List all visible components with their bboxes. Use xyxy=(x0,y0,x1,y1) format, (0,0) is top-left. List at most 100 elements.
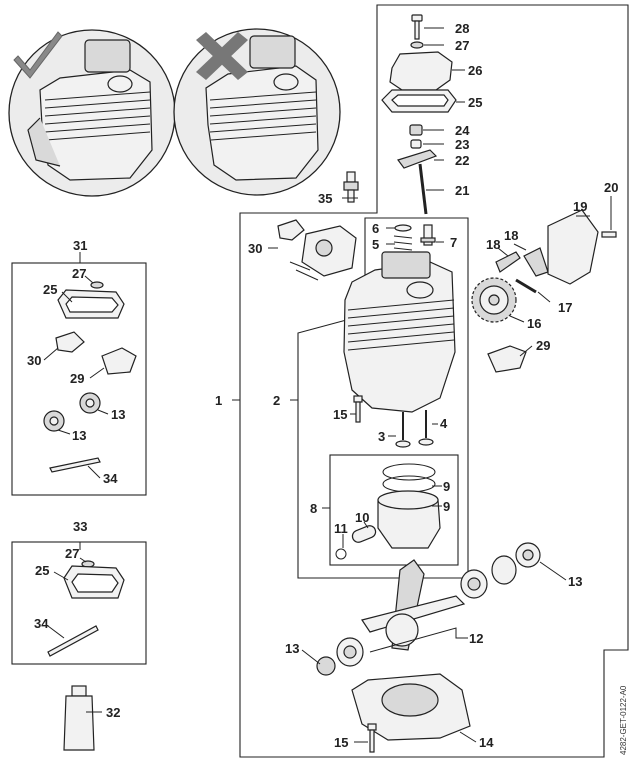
callout-3: 3 xyxy=(378,429,385,444)
shaft-17 xyxy=(515,278,537,294)
screw-20 xyxy=(601,231,617,238)
gasket-25 xyxy=(381,89,457,113)
callout-18-lower: 18 xyxy=(486,237,500,252)
kit33-tool-34 xyxy=(47,625,99,657)
cylinder-illustration-correct xyxy=(27,39,153,181)
callout-29-main: 29 xyxy=(536,338,550,353)
callout-9-upper: 9 xyxy=(443,479,450,494)
assembly-1-frame xyxy=(239,4,629,758)
sealant-tube-32 xyxy=(63,685,95,751)
callout-11: 11 xyxy=(334,521,348,536)
callout-10: 10 xyxy=(355,510,369,525)
callout-31: 31 xyxy=(73,238,87,253)
cam-follower-18a xyxy=(495,251,521,273)
kit31-tool-34 xyxy=(49,457,101,473)
callout-25-top: 25 xyxy=(468,95,482,110)
callout-2: 2 xyxy=(273,393,280,408)
callout-24: 24 xyxy=(455,123,470,138)
kit31-seal-13b xyxy=(43,410,65,432)
piston-assembly-8-frame xyxy=(329,454,459,566)
callout-29-kit31: 29 xyxy=(70,371,84,386)
circlip-11 xyxy=(335,548,347,560)
callout-13-kit31b: 13 xyxy=(72,428,86,443)
crankshaft-12 xyxy=(361,559,466,651)
callout-22: 22 xyxy=(455,153,469,168)
callout-15-top: 15 xyxy=(333,407,347,422)
callout-33: 33 xyxy=(73,519,87,534)
callout-17: 17 xyxy=(558,300,572,315)
callout-28: 28 xyxy=(455,21,469,36)
valve-guide-7 xyxy=(420,224,436,246)
callout-25-kit31: 25 xyxy=(43,282,57,297)
callout-12: 12 xyxy=(469,631,483,646)
callout-35: 35 xyxy=(318,191,332,206)
seal-13-left xyxy=(316,656,336,676)
valve-3 xyxy=(395,412,411,448)
callout-16: 16 xyxy=(527,316,541,331)
gasket-30 xyxy=(277,219,305,241)
carburetor xyxy=(289,225,357,281)
screw-15-bottom xyxy=(367,723,377,753)
callout-34-kit33: 34 xyxy=(34,616,49,631)
bearing-13-left xyxy=(336,637,364,667)
callout-27-kit33: 27 xyxy=(65,546,79,561)
washer-27 xyxy=(410,41,424,49)
callout-14: 14 xyxy=(479,735,494,750)
callout-5: 5 xyxy=(372,237,379,252)
callout-13-kit31a: 13 xyxy=(111,407,125,422)
crankcase-14 xyxy=(351,673,471,741)
callout-32: 32 xyxy=(106,705,120,720)
cam-follower-18b xyxy=(523,247,549,277)
callout-18-upper: 18 xyxy=(504,228,518,243)
kit31-seal-13a xyxy=(79,392,101,414)
document-code: 4282-GET-0122-A0 xyxy=(619,685,628,755)
callout-4: 4 xyxy=(440,416,448,431)
screw-15-top xyxy=(353,395,363,423)
callout-30-kit31: 30 xyxy=(27,353,41,368)
leader-lines xyxy=(43,27,612,743)
kit31-gasket-29 xyxy=(101,347,137,375)
callout-27-kit31: 27 xyxy=(72,266,86,281)
callout-26: 26 xyxy=(468,63,482,78)
callout-20: 20 xyxy=(604,180,618,195)
callout-7: 7 xyxy=(450,235,457,250)
callout-15-bottom: 15 xyxy=(334,735,348,750)
cover-19 xyxy=(547,209,599,285)
push-rod-21 xyxy=(418,163,428,215)
callout-9-lower: 9 xyxy=(443,499,450,514)
piston xyxy=(377,490,441,549)
gasket-29-main xyxy=(487,345,527,373)
kit-33-frame xyxy=(11,541,147,665)
spring-5 xyxy=(393,224,413,251)
cam-gear-16 xyxy=(471,277,517,323)
callout-13-right: 13 xyxy=(568,574,582,589)
valve-4 xyxy=(418,410,434,446)
callout-8: 8 xyxy=(310,501,317,516)
rocker-arm-22 xyxy=(397,149,438,169)
x-mark-icon xyxy=(196,32,248,80)
kit31-washer-27 xyxy=(90,281,104,289)
piston-pin-10 xyxy=(351,525,377,543)
piston-ring-9a xyxy=(382,463,436,481)
check-mark-icon xyxy=(13,31,63,79)
spark-plug-35 xyxy=(343,171,359,203)
callout-6: 6 xyxy=(372,221,379,236)
cylinder-illustration-incorrect xyxy=(205,35,319,181)
screw-28 xyxy=(411,14,423,40)
incorrect-cylinder-view xyxy=(173,28,341,196)
cylinder xyxy=(343,251,456,413)
callout-34-kit31: 34 xyxy=(103,471,118,486)
callout-1: 1 xyxy=(215,393,222,408)
kit-31-frame xyxy=(11,262,147,496)
callout-30-main: 30 xyxy=(248,241,262,256)
callout-21: 21 xyxy=(455,183,469,198)
bearing-13-right xyxy=(515,542,541,568)
kit31-gasket-30 xyxy=(55,331,85,353)
gear xyxy=(491,555,517,585)
correct-cylinder-view xyxy=(8,29,176,197)
kit33-gasket-25 xyxy=(63,565,125,599)
kit31-gasket-25 xyxy=(57,289,125,319)
pin-23 xyxy=(410,139,422,149)
bearing-13-mid xyxy=(460,569,488,599)
